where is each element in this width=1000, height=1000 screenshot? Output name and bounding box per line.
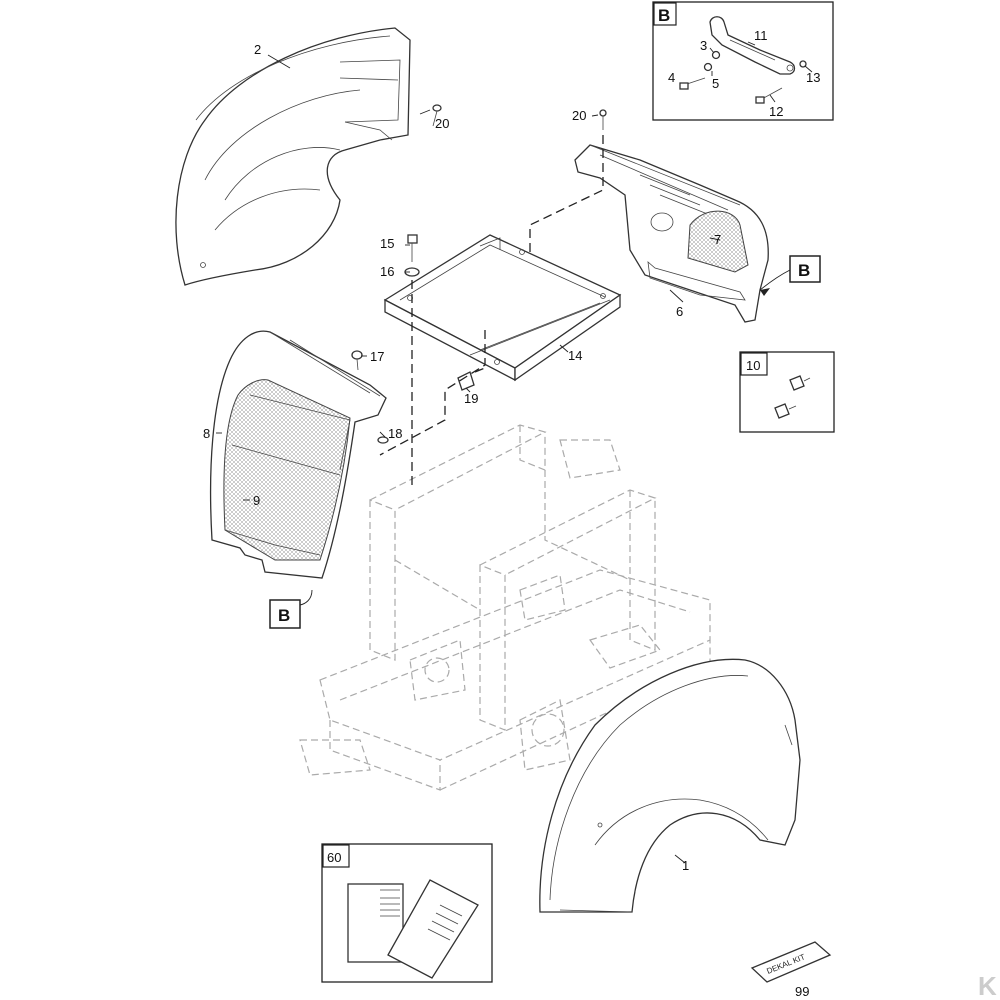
callout-11: 11 [754, 28, 768, 43]
ref-b-right-label: B [798, 261, 810, 280]
washer-18[interactable] [377, 436, 389, 444]
ref-b-right: B [789, 255, 821, 283]
decal-kit: DEKAL KIT 99 [750, 941, 832, 999]
callout-3: 3 [700, 38, 707, 53]
watermark-logo: K [978, 971, 997, 1000]
callout-1: 1 [682, 858, 689, 873]
manuals-box-60: 60 [321, 843, 493, 983]
screw-20-left[interactable] [432, 104, 442, 127]
ref-b-left: B [269, 599, 301, 629]
callout-19: 19 [464, 391, 478, 406]
callout-60: 60 [327, 850, 341, 865]
assembly-lines [379, 135, 604, 490]
front-fender-right[interactable] [539, 658, 801, 913]
arrow-head-right [760, 288, 770, 296]
callout-8: 8 [203, 426, 210, 441]
detail-box-b-label: B [658, 6, 670, 25]
chassis-frame [299, 424, 711, 791]
callout-18: 18 [388, 426, 402, 441]
callout-4: 4 [668, 70, 675, 85]
clip-19[interactable] [457, 371, 475, 391]
callout-10: 10 [746, 358, 760, 373]
floor-plate[interactable] [383, 234, 622, 382]
callout-99: 99 [795, 984, 809, 999]
callout-16: 16 [380, 264, 394, 279]
screw-17[interactable] [351, 350, 363, 371]
detail-box-b: B 11 3 4 5 13 12 [652, 1, 834, 121]
leader-lines [216, 54, 791, 864]
callout-20-right: 20 [572, 108, 586, 123]
callout-15: 15 [380, 236, 394, 251]
rear-fender-left[interactable] [175, 27, 411, 286]
callout-17: 17 [370, 349, 384, 364]
callout-12: 12 [769, 104, 783, 119]
screw-20-right[interactable] [599, 109, 607, 130]
kit-box-10: 10 [739, 351, 835, 433]
callout-6: 6 [676, 304, 683, 319]
bolt-15[interactable] [407, 234, 418, 262]
callout-2: 2 [254, 42, 261, 57]
front-panel[interactable] [209, 330, 387, 579]
callout-13: 13 [806, 70, 820, 85]
callout-5: 5 [712, 76, 719, 91]
ref-b-left-label: B [278, 606, 290, 625]
callout-9: 9 [253, 493, 260, 508]
callout-20-left: 20 [435, 116, 449, 131]
rear-panel-right[interactable] [574, 144, 769, 323]
callout-7: 7 [714, 232, 721, 247]
callout-14: 14 [568, 348, 582, 363]
